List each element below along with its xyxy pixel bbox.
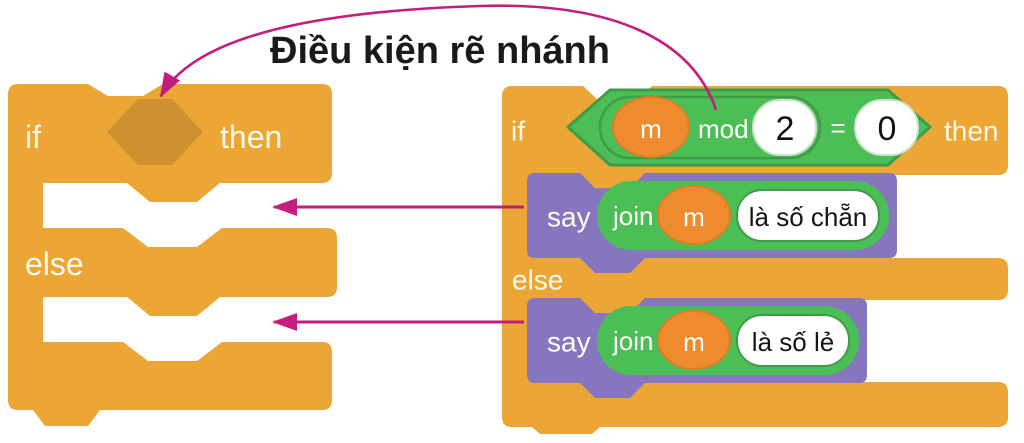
condition-slot-hexagon[interactable]: [107, 99, 203, 165]
annotation-arrows: [159, 4, 718, 331]
join-label: join: [612, 326, 653, 356]
divisor-value: 2: [776, 110, 795, 148]
say-block-even[interactable]: say join m là số chẵn: [527, 173, 897, 273]
condition-curve-arrow: [159, 4, 718, 111]
filled-if-else-block[interactable]: if then else m mod 2 = 0 say join m là s…: [502, 86, 1008, 434]
if-label: if: [511, 116, 525, 147]
text-input-value: là số lẻ: [752, 327, 834, 357]
variable-m-oval[interactable]: [657, 185, 731, 245]
text-input[interactable]: [736, 189, 880, 242]
if-label: if: [25, 119, 41, 155]
compare-value: 0: [878, 110, 897, 148]
variable-m-label: m: [683, 327, 705, 357]
join-label: join: [612, 201, 653, 231]
compare-input[interactable]: [854, 99, 919, 156]
then-label: then: [944, 116, 999, 147]
empty-if-else-block[interactable]: if then else: [8, 84, 337, 426]
text-input[interactable]: [736, 314, 850, 367]
variable-m-label: m: [640, 114, 662, 144]
mod-label: mod: [698, 114, 749, 144]
equals-operator-block[interactable]: m mod 2 = 0: [566, 88, 932, 167]
say-label: say: [547, 202, 591, 233]
variable-m-oval[interactable]: [612, 96, 690, 158]
diagram-title: Điều kiện rẽ nhánh: [270, 30, 610, 72]
text-input-value: là số chẵn: [749, 202, 868, 232]
if-else-c-shape[interactable]: [8, 84, 337, 426]
equals-sign: =: [830, 113, 845, 143]
else-label: else: [25, 246, 84, 282]
variable-m-oval[interactable]: [657, 310, 731, 370]
then-label: then: [220, 119, 282, 155]
say-block-odd[interactable]: say join m là số lẻ: [527, 298, 867, 398]
divisor-input[interactable]: [752, 99, 817, 156]
say-label: say: [547, 327, 591, 358]
variable-m-label: m: [683, 202, 705, 232]
else-label: else: [512, 265, 563, 296]
